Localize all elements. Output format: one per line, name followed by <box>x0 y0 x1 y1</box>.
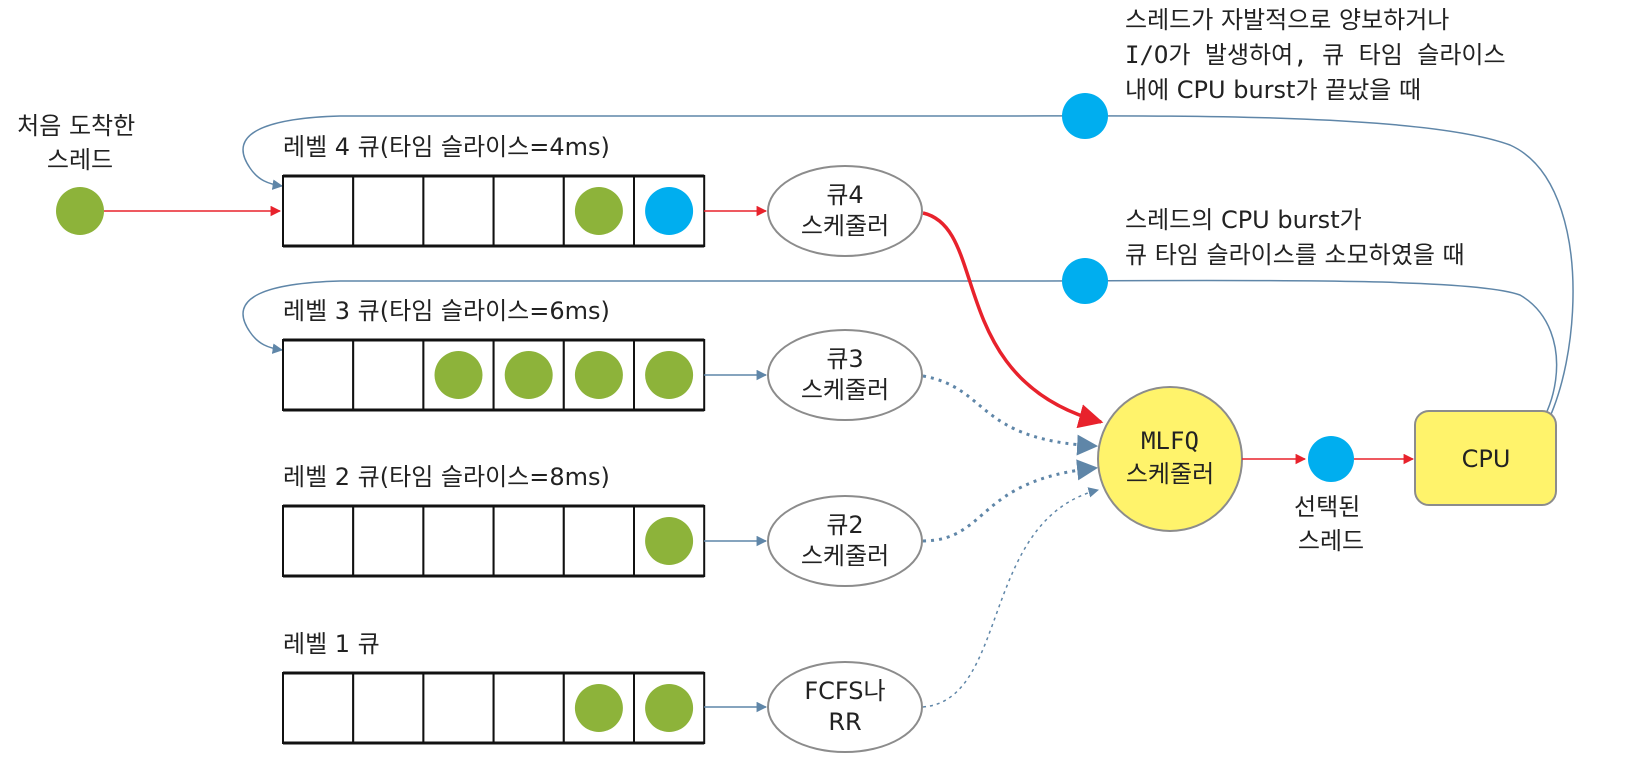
queue-slot <box>282 505 355 577</box>
feedback-arrow-to-level4 <box>242 115 1574 459</box>
queue-slot <box>352 175 425 247</box>
sched2-to-mlfq-arrow <box>922 459 1099 543</box>
thread-dot-green <box>434 351 483 399</box>
queue-slot <box>562 505 635 577</box>
queue-label: 레벨 2 큐(타임 슬라이스=8ms) <box>283 463 610 491</box>
sched1-to-mlfq-arrow <box>922 487 1100 708</box>
thread-dot-green <box>574 351 623 399</box>
queue-level-1: 레벨 1 큐 <box>282 630 706 745</box>
feedback-arrow-to-level3 <box>242 279 1558 459</box>
arriving-thread <box>56 187 104 235</box>
queue-label: 레벨 1 큐 <box>283 630 380 658</box>
feedback-thread-dot-expire <box>1062 258 1108 304</box>
queue-slot <box>422 672 495 744</box>
queue-slot <box>422 505 495 577</box>
thread-dot-green <box>574 187 623 235</box>
thread-dot-green <box>574 684 623 732</box>
thread-dot-green <box>645 684 694 732</box>
queue-label: 레벨 4 큐(타임 슬라이스=4ms) <box>283 133 610 161</box>
queue-slot <box>282 175 355 247</box>
thread-dot-blue <box>645 187 694 235</box>
thread-dot-green <box>645 351 694 399</box>
selected-thread-dot <box>1308 436 1354 482</box>
queue-slot <box>352 339 425 411</box>
queue-level-2: 레벨 2 큐(타임 슬라이스=8ms) <box>282 463 706 578</box>
queue-label: 레벨 3 큐(타임 슬라이스=6ms) <box>283 297 610 325</box>
queue-slot <box>492 672 565 744</box>
note-expire: 스레드의 CPU burst가 큐 타임 슬라이스를 소모하였을 때 <box>1125 206 1465 269</box>
queue-slot <box>282 672 355 744</box>
queue-slot <box>352 505 425 577</box>
sched4-to-mlfq-arrow <box>922 211 1104 429</box>
queue-slot <box>492 505 565 577</box>
queue-slot <box>352 672 425 744</box>
svg-text:CPU: CPU <box>1462 445 1511 473</box>
arrival-label: 처음 도착한 스레드 <box>17 112 143 174</box>
queue-slot <box>422 175 495 247</box>
queue-slot <box>492 175 565 247</box>
queue-slot <box>282 339 355 411</box>
feedback-thread-dot-yield <box>1062 93 1108 139</box>
cpu-box: CPU <box>1414 410 1557 506</box>
queue-level-3: 레벨 3 큐(타임 슬라이스=6ms) <box>282 297 706 412</box>
note-yield: 스레드가 자발적으로 양보하거나 I/O가 발생하여, 큐 타임 슬라이스 내에… <box>1125 6 1513 104</box>
thread-dot-green <box>645 517 694 565</box>
thread-dot-green <box>504 351 553 399</box>
queue-level-4: 레벨 4 큐(타임 슬라이스=4ms) <box>282 133 706 248</box>
selected-thread-label: 선택된 스레드 <box>1294 493 1368 555</box>
